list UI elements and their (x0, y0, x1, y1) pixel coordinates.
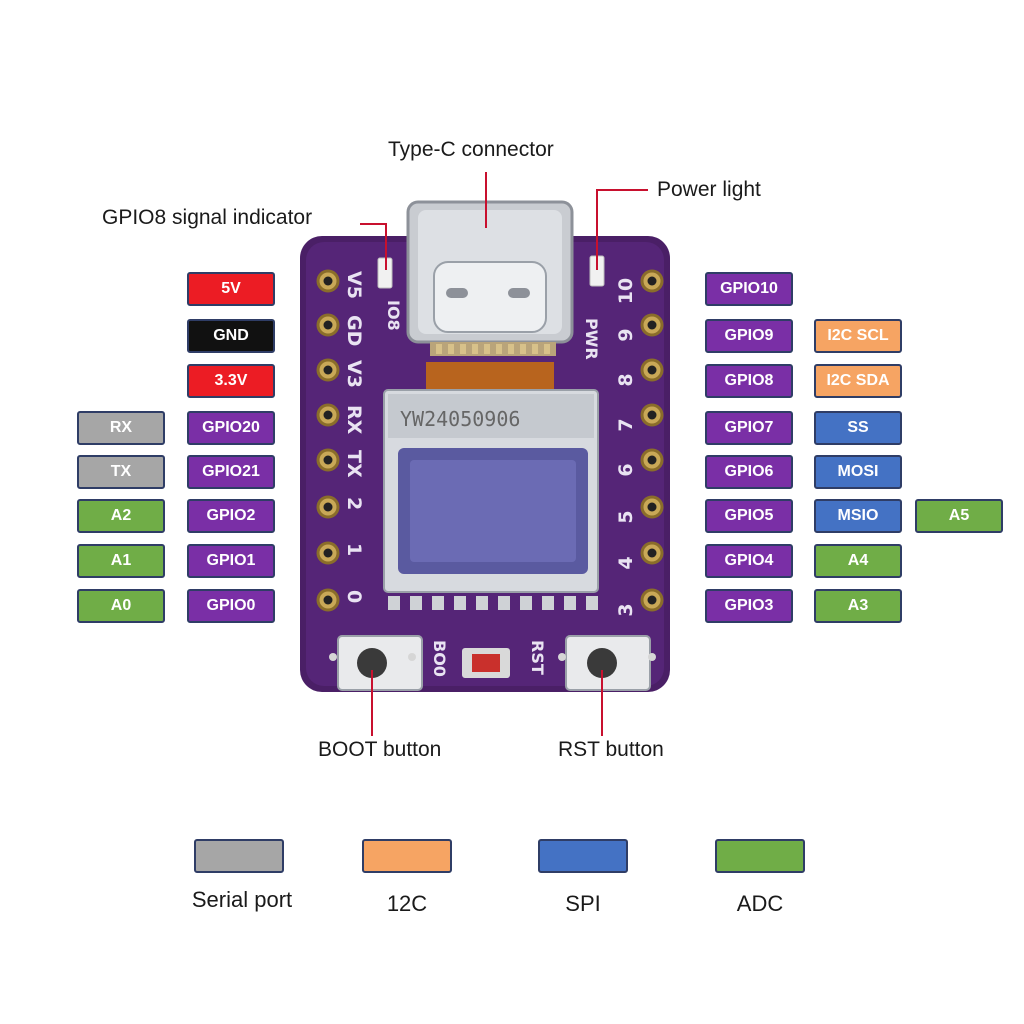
silk-left-v5: V5 (343, 271, 365, 299)
func-tag-a4: A4 (814, 544, 902, 578)
oled-top-strip (388, 394, 594, 438)
gpio-tag-gpio3: GPIO3 (705, 589, 793, 623)
gpio-tag-gpio6: GPIO6 (705, 455, 793, 489)
power-light-label: Power light (657, 178, 761, 201)
silk-right-3: 3 (615, 603, 637, 616)
gpio-tag-gpio9: GPIO9 (705, 319, 793, 353)
silk-right-5: 5 (615, 510, 637, 523)
func-tag-a1: A1 (77, 544, 165, 578)
boot-button-part (329, 635, 423, 691)
func-tag-ss: SS (814, 411, 902, 445)
legend-swatch-spi (538, 839, 628, 873)
legend-label-adc: ADC (736, 891, 784, 916)
silk-right-7: 7 (615, 418, 637, 431)
gpio-tag-gpio10: GPIO10 (705, 272, 793, 306)
func-tag-a3: A3 (814, 589, 902, 623)
legend-swatch-adc (715, 839, 805, 873)
oled-ribbon (426, 362, 554, 392)
silk-left-2: 2 (343, 497, 365, 510)
silk-left-1: 1 (343, 543, 365, 556)
rst-button-part (558, 635, 656, 691)
boot-button-label: BOOT button (318, 738, 442, 761)
usb-c-connector (406, 200, 574, 356)
func-tag-a2: A2 (77, 499, 165, 533)
silk-right-6: 6 (615, 463, 637, 476)
leader-power (596, 189, 648, 270)
silk-left-tx: TX (343, 450, 365, 478)
legend-swatch-serial (194, 839, 284, 873)
gpio-tag-gpio2: GPIO2 (187, 499, 275, 533)
silk-left-rx: RX (343, 405, 365, 435)
gpio-tag-gpio8: GPIO8 (705, 364, 793, 398)
func-tag-mosi: MOSI (814, 455, 902, 489)
silk-rst: RST (528, 640, 547, 675)
gpio-tag-gpio7: GPIO7 (705, 411, 793, 445)
power-tag-gnd: GND (187, 319, 275, 353)
silk-right-4: 4 (615, 556, 637, 569)
func-tag-tx: TX (77, 455, 165, 489)
func-tag-rx: RX (77, 411, 165, 445)
silk-right-8: 8 (615, 373, 637, 386)
silk-right-9: 9 (615, 328, 637, 341)
rst-button-label: RST button (558, 738, 664, 761)
power-tag-33v: 3.3V (187, 364, 275, 398)
silk-left-v3: V3 (343, 360, 365, 388)
func-tag-a5: A5 (915, 499, 1003, 533)
oled-screen-glare (410, 460, 576, 562)
silk-left-0: 0 (343, 590, 365, 603)
silk-io8: IO8 (384, 300, 403, 331)
silk-pwr: PWR (582, 318, 601, 360)
gpio-tag-gpio0: GPIO0 (187, 589, 275, 623)
silk-boot: BO0 (430, 640, 449, 677)
gpio-tag-gpio21: GPIO21 (187, 455, 275, 489)
gpio-tag-gpio1: GPIO1 (187, 544, 275, 578)
leader-gpio8 (360, 223, 387, 270)
gpio8-indicator-label: GPIO8 signal indicator (102, 206, 313, 229)
func-tag-msio: MSIO (814, 499, 902, 533)
func-tag-i2c-scl: I2C SCL (814, 319, 902, 353)
legend-swatch-i2c (362, 839, 452, 873)
func-tag-i2c-sda: I2C SDA (814, 364, 902, 398)
silk-right-labels: 10 9 8 7 6 5 4 3 (615, 278, 637, 617)
legend-label-serial: Serial port (191, 887, 293, 912)
gpio-tag-gpio20: GPIO20 (187, 411, 275, 445)
right-pin-holes (640, 269, 664, 612)
func-tag-a0: A0 (77, 589, 165, 623)
silk-right-10: 10 (615, 278, 637, 304)
gpio-tag-gpio5: GPIO5 (705, 499, 793, 533)
legend-label-spi: SPI (565, 891, 601, 916)
typec-connector-label: Type-C connector (388, 138, 554, 161)
power-tag-5v: 5V (187, 272, 275, 306)
leader-lines (360, 172, 648, 736)
left-pin-holes (316, 269, 340, 612)
legend-label-i2c: 12C (386, 891, 428, 916)
oled-pads (388, 596, 598, 610)
oled-code-text: YW24050906 (400, 407, 520, 431)
gpio-tag-gpio4: GPIO4 (705, 544, 793, 578)
silk-left-gd: GD (343, 315, 365, 346)
